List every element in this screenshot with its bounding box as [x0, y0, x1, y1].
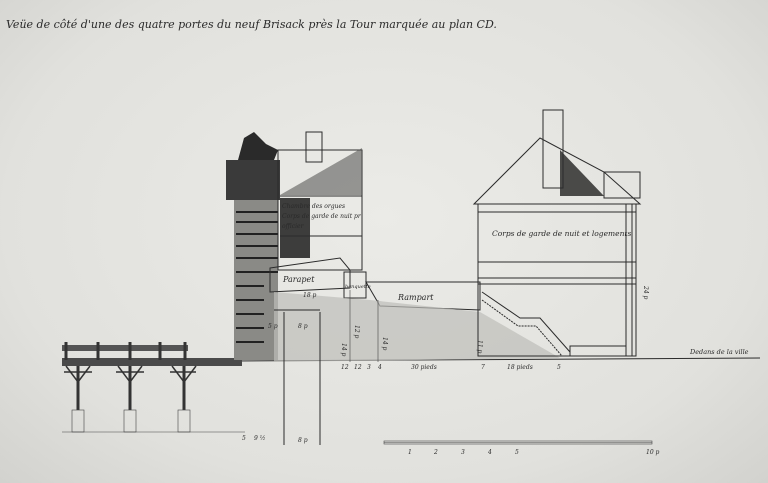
dimension-label: 4	[487, 449, 492, 456]
dimension-label: 3	[461, 449, 465, 456]
dimension-label: 14 p	[340, 343, 347, 357]
label-officier: officier	[282, 223, 305, 230]
dimension-label: 18 p	[303, 292, 317, 299]
dimension-label: 7	[481, 364, 485, 371]
label-parapet: Parapet	[282, 275, 315, 284]
dimension-label: 24 p	[642, 285, 649, 300]
wooden-bridge	[62, 342, 242, 433]
dimension-label: 10 p	[646, 449, 660, 456]
dimension-label: 12	[354, 364, 362, 371]
label-corps-nuit: Corps de garde de nuit pr	[282, 213, 362, 220]
label-chambre: Chambre des orgues	[282, 203, 345, 210]
guard-house: Corps de garde de nuit et logements	[472, 109, 642, 357]
dimension-label: 2	[433, 449, 438, 456]
dimension-label: 5 p	[268, 323, 278, 330]
sculpture-trophy	[238, 132, 278, 160]
scale-bar: 1 2 3 4 5 10 p	[383, 440, 660, 456]
label-rampart: Rampart	[397, 293, 434, 302]
gate-tower: Chambre des orgues Corps de garde de nui…	[226, 131, 363, 360]
dimension-label: 8 p	[298, 323, 308, 330]
dimension-label: 9 ½	[254, 435, 266, 442]
dimension-label: 30 pieds	[411, 364, 437, 371]
dimension-label: 18 pieds	[507, 364, 533, 371]
chimney	[305, 131, 323, 163]
label-dedans-de-la-ville: Dedans de la ville	[689, 348, 749, 356]
house-chimney	[542, 109, 564, 189]
dimension-label: 11 p	[476, 340, 483, 354]
dimension-label: 3	[367, 364, 371, 371]
dimension-label: 14 p	[381, 337, 388, 351]
dimension-labels: 5 p 8 p 18 p 14 p 12 p 14 p 11 p 24 p 5 …	[242, 285, 649, 444]
dimension-label: 4	[377, 364, 382, 371]
label-corps-de-garde: Corps de garde de nuit et logements	[492, 229, 631, 238]
dimension-label: 8 p	[298, 437, 308, 444]
dimension-label: 12	[341, 364, 349, 371]
dimension-label: 1	[408, 449, 412, 456]
dimension-label: 5	[557, 364, 561, 371]
drawing-title: Veüe de côté d'une des quatre portes du …	[6, 18, 497, 31]
label-banquette: banquette	[345, 284, 371, 290]
rampart: Parapet banquette Rampart	[269, 257, 560, 445]
dimension-label: 12 p	[353, 325, 360, 339]
dimension-label: 5	[515, 449, 519, 456]
dimension-label: 5	[242, 435, 246, 442]
